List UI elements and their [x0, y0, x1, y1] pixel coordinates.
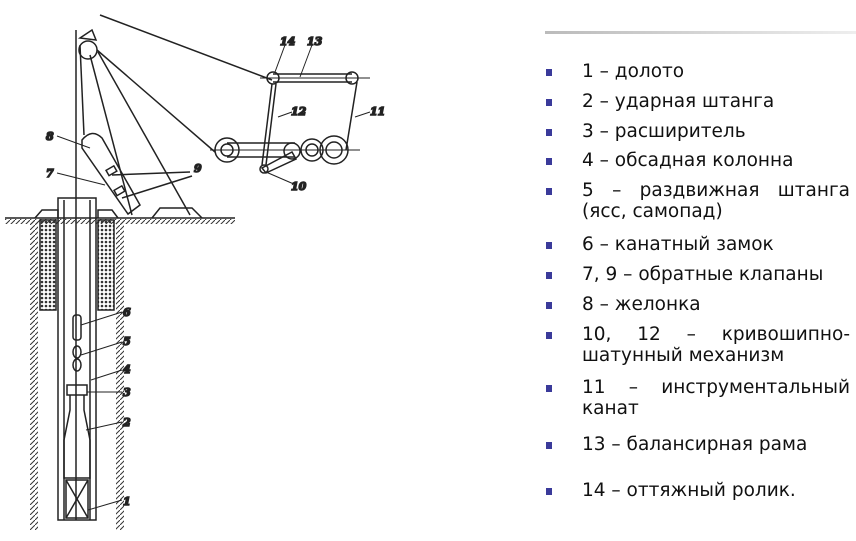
- legend-item: 4 – обсадная колонна: [540, 150, 850, 171]
- label-9: 9: [194, 162, 202, 175]
- label-4: 4: [123, 363, 131, 376]
- cable-drilling-rig-diagram: 1 2 3 4 5 6 7 8 9 10 11 12 13 14: [5, 14, 386, 530]
- label-12: 12: [291, 105, 307, 118]
- label-1: 1: [123, 495, 131, 508]
- legend-item: 11 – инструментальный канат: [540, 377, 850, 419]
- legend-item: 7, 9 – обратные клапаны: [540, 264, 850, 285]
- legend-item: 5 – раздвижная штанга (ясс, самопад): [540, 180, 850, 222]
- legend-item: 3 – расширитель: [540, 121, 850, 142]
- label-2: 2: [122, 416, 131, 429]
- bullet-icon: [546, 332, 552, 339]
- label-10: 10: [291, 180, 307, 193]
- bailer: [81, 132, 193, 216]
- tool-string: [63, 314, 91, 519]
- label-6: 6: [123, 306, 131, 319]
- bullet-icon: [546, 385, 552, 392]
- leader-lines: [56, 44, 371, 511]
- bullet-icon: [546, 242, 552, 249]
- ground: [5, 207, 235, 530]
- bullet-icon: [546, 302, 552, 309]
- legend-item: 8 – желонка: [540, 294, 850, 315]
- separator: [545, 31, 856, 34]
- label-14: 14: [280, 35, 295, 48]
- label-3: 3: [123, 386, 131, 399]
- label-13: 13: [307, 35, 323, 48]
- bullet-icon: [546, 272, 552, 279]
- label-5: 5: [123, 335, 131, 348]
- legend-item: 1 – долото: [540, 61, 850, 82]
- bullet-icon: [546, 99, 552, 106]
- bullet-icon: [546, 69, 552, 76]
- label-8: 8: [46, 130, 54, 143]
- legend-item: 13 – балансирная рама: [540, 434, 850, 455]
- bullet-icon: [546, 442, 552, 449]
- legend-item: 6 – канатный замок: [540, 234, 850, 255]
- balancer-and-drums: [210, 71, 370, 174]
- mast: [75, 14, 273, 520]
- label-11: 11: [370, 105, 385, 118]
- bullet-icon: [546, 488, 552, 495]
- legend-item: 2 – ударная штанга: [540, 91, 850, 112]
- label-7: 7: [46, 167, 54, 180]
- legend-item: 14 – оттяжный ролик.: [540, 480, 850, 501]
- bullet-icon: [546, 129, 552, 136]
- bullet-icon: [546, 188, 552, 195]
- legend-item: 10, 12 – кривошипно-шатунный механизм: [540, 324, 850, 366]
- bullet-icon: [546, 158, 552, 165]
